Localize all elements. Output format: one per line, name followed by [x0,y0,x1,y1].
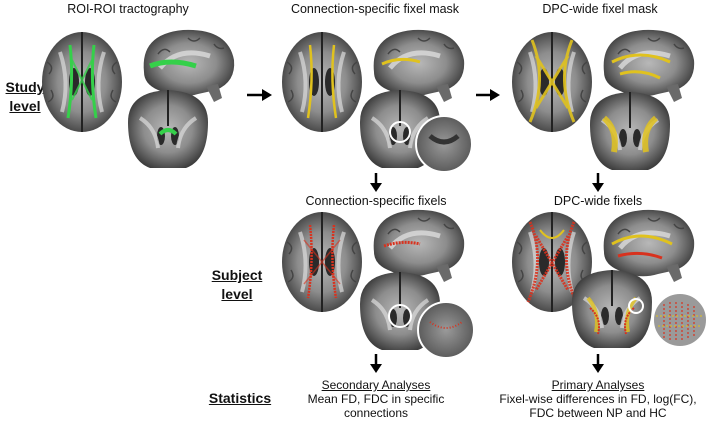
title-connection-specific-mask: Connection-specific fixel mask [290,2,460,16]
row-label-study-level: Study level [0,78,50,116]
arrow-down-col3-subject [592,354,604,373]
primary-analyses-caption: Primary Analyses Fixel-wise differences … [488,378,708,420]
arrow-down-col3-study [592,173,604,192]
arrow-down-col2-subject [370,354,382,373]
row-label-statistics: Statistics [208,390,272,406]
dpc-wide-fixels-brains [510,210,708,350]
primary-analyses-line-1: Fixel-wise differences in FD, log(FC), [499,392,697,406]
title-dpc-wide-fixels: DPC-wide fixels [553,194,643,208]
row-label-subject-level: Subject level [205,266,269,304]
secondary-analyses-heading: Secondary Analyses [321,378,431,392]
connection-specific-fixels-brains [280,210,475,359]
arrow-col2-to-col3 [476,89,500,101]
roi-tractography-brains [40,30,234,170]
row-label-study-level-word: level [9,98,41,114]
row-label-study: Study [5,79,45,95]
secondary-analyses-line-1: Mean FD, FDC in specific [307,392,445,406]
title-roi-tractography: ROI-ROI tractography [67,2,189,16]
primary-analyses-line-2: FDC between NP and HC [529,406,667,420]
arrow-col1-to-col2 [247,89,272,101]
dpc-wide-mask-brains [510,30,694,172]
title-connection-specific-fixels: Connection-specific fixels [305,194,447,208]
arrow-down-col2-study [370,173,382,192]
secondary-analyses-line-2: connections [343,406,409,420]
secondary-analyses-caption: Secondary Analyses Mean FD, FDC in speci… [290,378,462,420]
title-dpc-wide-mask: DPC-wide fixel mask [542,2,658,16]
row-label-subject-level-word: level [221,286,253,302]
row-label-subject: Subject [211,267,263,283]
connection-specific-mask-brains [280,30,473,173]
primary-analyses-heading: Primary Analyses [551,378,645,392]
